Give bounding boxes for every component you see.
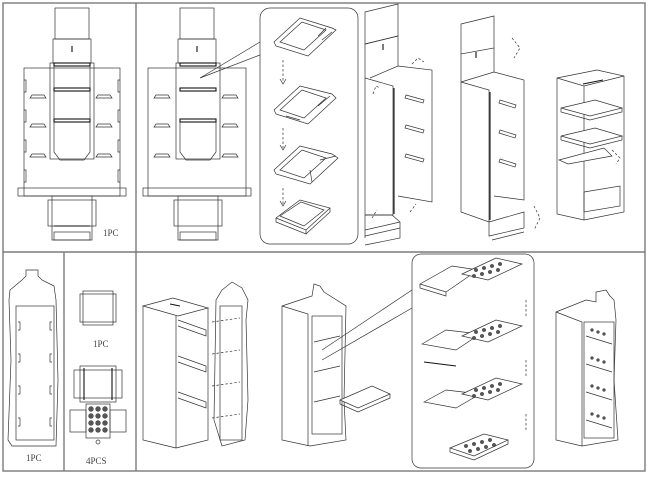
outer-frame — [2, 2, 646, 472]
callout-box — [259, 7, 359, 245]
main-blank-quantity: 1PC — [103, 228, 119, 238]
header-card-diagram: 1PC — [7, 269, 59, 463]
shelf-slots-left — [29, 94, 47, 158]
callout-lines — [199, 41, 261, 79]
arrow-down-3 — [279, 200, 287, 207]
insert-trays-step — [281, 283, 413, 447]
insert-step-3 — [422, 377, 524, 409]
insert-step-1 — [419, 257, 524, 297]
tray-step-3 — [273, 145, 339, 185]
arrow-down-2 — [279, 144, 287, 151]
tray-step-2 — [273, 85, 337, 125]
tray-step-1 — [273, 17, 337, 57]
finished-display-stand — [555, 289, 619, 447]
flat-blank-diagram: 1PC — [17, 7, 127, 241]
shelf-cells — [590, 328, 606, 420]
tray-fold-sequence — [259, 7, 359, 245]
shelf-slots-right — [95, 94, 113, 158]
header-card-quantity: 1PC — [26, 453, 42, 463]
insert-tray-diagram: 4PCS — [69, 365, 127, 466]
insert-sequence-callout — [411, 253, 535, 469]
attach-header-step — [141, 281, 249, 449]
fold-step-b — [460, 15, 541, 241]
fold-step-a — [364, 3, 433, 246]
blank-with-callout — [142, 7, 261, 241]
tray-step-4 — [275, 199, 331, 235]
small-tray-diagram: 1PC — [79, 290, 117, 349]
insert-cells — [88, 406, 108, 433]
panel-frame — [2, 2, 646, 472]
fold-step-c-with-trays — [556, 69, 625, 221]
small-tray-quantity: 1PC — [93, 339, 109, 349]
insert-step-2 — [420, 319, 524, 367]
insert-tray-quantity: 4PCS — [86, 456, 107, 466]
insert-step-4 — [448, 433, 510, 461]
